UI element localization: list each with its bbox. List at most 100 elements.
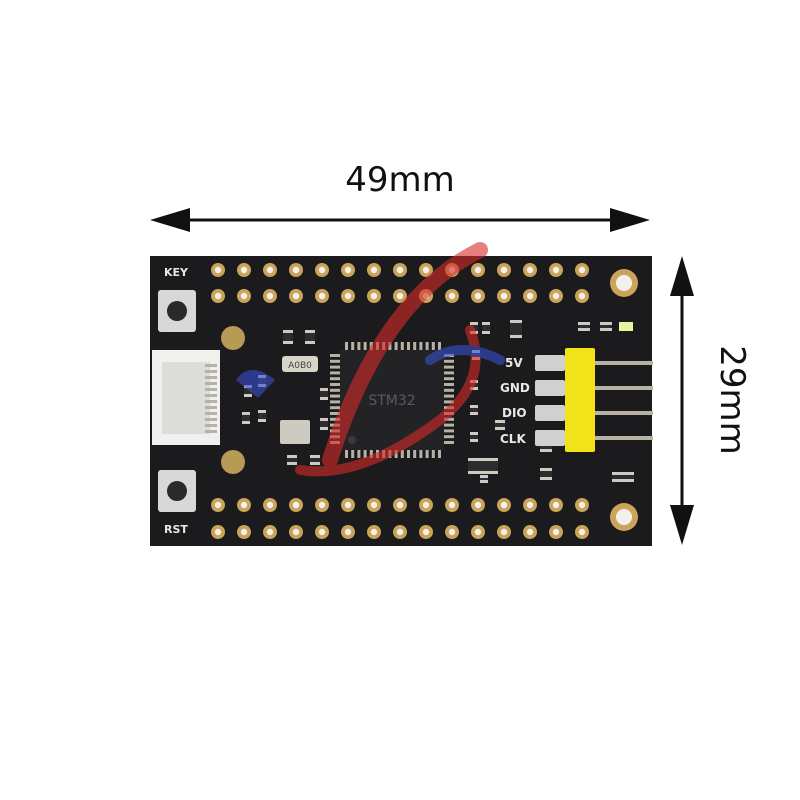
through-hole-pad [471,498,485,512]
through-hole-pad [393,263,407,277]
through-hole-pad [211,525,225,539]
chip-pin [330,412,340,415]
through-hole-pad [237,525,251,539]
through-hole-pad [237,289,251,303]
through-hole-pad [263,498,277,512]
chip-pin [345,342,348,350]
chip-pin [400,450,404,458]
mounting-hole-bottom [610,503,638,531]
chip-pin [357,342,361,350]
smd-part [283,330,293,344]
chip-pin [444,383,454,386]
rst-silkscreen-label: RST [164,523,188,536]
chip-pin [407,342,410,350]
fpc-pin [205,394,217,397]
chip-pin [330,383,340,386]
key-button[interactable] [158,290,196,332]
reset-button[interactable] [158,470,196,512]
chip-pin [330,400,340,404]
chip-pin [444,441,454,444]
smd-part [320,388,328,400]
through-hole-pad [289,525,303,539]
smd-part [600,322,612,331]
smd-part [258,410,266,422]
through-hole-pad [419,263,433,277]
chip-pin [363,450,367,458]
fpc-pin [205,382,217,385]
chip-pin [413,342,417,350]
smd-part [310,455,320,465]
watermark-logo [236,242,505,477]
fpc-pin [205,376,217,379]
smd-part [320,418,328,430]
chip-pin [330,365,340,369]
smd-part [287,455,297,465]
through-hole-pad [523,525,537,539]
crystal-oscillator [280,420,310,444]
through-hole-pad [341,525,355,539]
through-hole-pad [289,289,303,303]
fpc-pin [205,400,217,403]
chip-pin [400,342,404,350]
smd-part [612,472,634,482]
through-hole-pad [549,498,563,512]
header-pin-solder [535,430,565,446]
chip-pin [431,450,435,458]
through-hole-pad [419,525,433,539]
through-hole-pad [341,263,355,277]
through-hole-pad [263,525,277,539]
chip-pin [394,342,398,350]
through-hole-pad [497,289,511,303]
through-hole-pad [367,525,381,539]
pad-row-bottom-inner [211,498,589,512]
chip-pin [330,406,340,410]
chip-pin [330,354,340,357]
through-hole-pad [289,498,303,512]
chip-pin [419,342,423,350]
crystal-oscillator: A0B0 [282,356,318,372]
chip-pin [330,377,340,381]
chip-pin [363,342,367,350]
through-hole-pad [237,498,251,512]
chip-pin [444,417,454,421]
chip-pin [345,450,348,458]
through-hole-pad [263,289,277,303]
test-pad [221,450,245,474]
through-hole-pad [263,263,277,277]
through-hole-pad [341,289,355,303]
chip-pin [330,394,340,398]
smd-part [305,330,315,344]
through-hole-pad [211,498,225,512]
chip-pin [388,342,392,350]
chip-pin [351,342,355,350]
chip-pin [369,450,373,458]
header-pin-solder [535,355,565,371]
chip-pin [444,435,454,439]
chip-pin [425,450,429,458]
header-pin-solder [535,405,565,421]
header-pin-solder [535,380,565,396]
fpc-connector [152,350,220,445]
chip-pin [444,365,454,369]
through-hole-pad [367,263,381,277]
through-hole-pad [315,525,329,539]
through-hole-pad [211,289,225,303]
chip-pin [444,371,454,375]
swd-label-5v: 5V [505,356,523,370]
chip-pin [431,342,435,350]
header-pin [595,411,653,415]
smd-part [470,432,478,442]
chip-pin [330,371,340,375]
swd-label-clk: CLK [500,432,526,446]
through-hole-pad [497,525,511,539]
chip-marking: STM32 [368,393,415,409]
chip-pin [444,359,454,363]
through-hole-pad [445,498,459,512]
fpc-pin [205,424,217,427]
height-dimension-arrow [670,256,694,545]
fpc-pin [205,412,217,415]
through-hole-pad [237,263,251,277]
chip-pin [413,450,417,458]
through-hole-pad [523,289,537,303]
through-hole-pad [471,263,485,277]
